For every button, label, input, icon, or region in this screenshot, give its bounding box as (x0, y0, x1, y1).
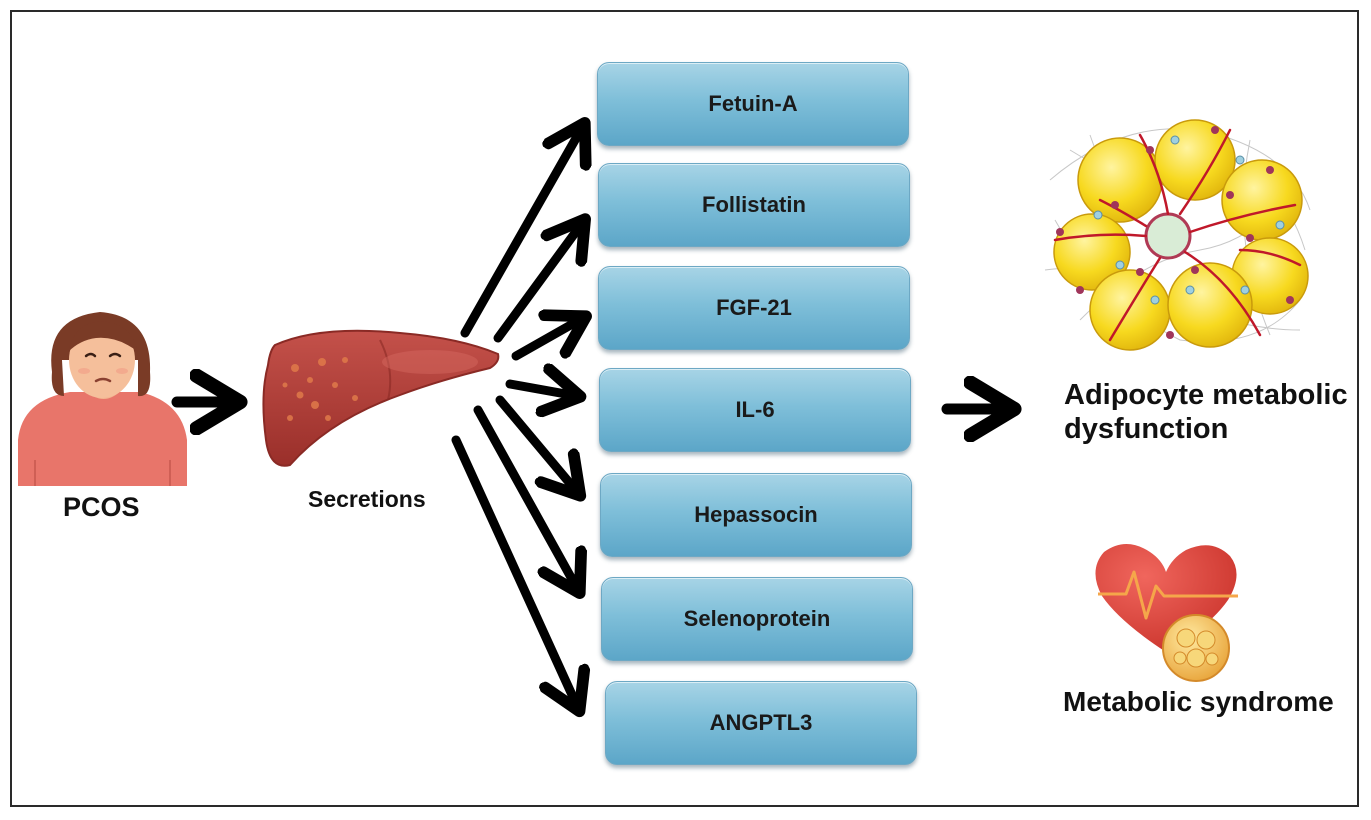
factor-box-follistatin: Follistatin (598, 163, 910, 247)
factor-label: Selenoprotein (683, 606, 831, 631)
secretions-label: Secretions (308, 486, 426, 512)
arrow-to-follistatin (493, 222, 583, 343)
adipocyte-dysfunction-label: Adipocyte metabolic dysfunction (1064, 379, 1348, 445)
arrow-to-fgf-21 (511, 318, 583, 361)
factor-label: FGF-21 (716, 295, 792, 320)
arrow-to-hepassocin (495, 395, 578, 493)
arrow-to-selenoprotein (473, 405, 578, 590)
pcos-label: PCOS (63, 492, 140, 522)
arrow-to-fetuin-a (460, 126, 583, 338)
factor-label: IL-6 (735, 397, 775, 422)
arrow-to-il-6 (505, 384, 577, 396)
factor-box-il-6: IL-6 (599, 368, 911, 452)
arrow-to-angptl3 (451, 435, 578, 708)
heart-icon (1095, 544, 1238, 682)
factor-label: Follistatin (702, 192, 806, 217)
factor-label: Hepassocin (694, 502, 818, 527)
woman-icon (18, 312, 187, 486)
factor-box-angptl3: ANGPTL3 (605, 681, 917, 765)
adipose-tissue-icon (1044, 119, 1311, 351)
metabolic-syndrome-label: Metabolic syndrome (1063, 686, 1334, 717)
factor-box-fgf-21: FGF-21 (598, 266, 910, 350)
factor-label: Fetuin-A (708, 91, 798, 116)
secretion-arrows (451, 126, 583, 708)
factor-box-fetuin-a: Fetuin-A (597, 62, 909, 146)
liver-icon (262, 329, 500, 467)
factor-box-hepassocin: Hepassocin (600, 473, 912, 557)
factor-label: ANGPTL3 (709, 710, 813, 735)
factor-box-selenoprotein: Selenoprotein (601, 577, 913, 661)
